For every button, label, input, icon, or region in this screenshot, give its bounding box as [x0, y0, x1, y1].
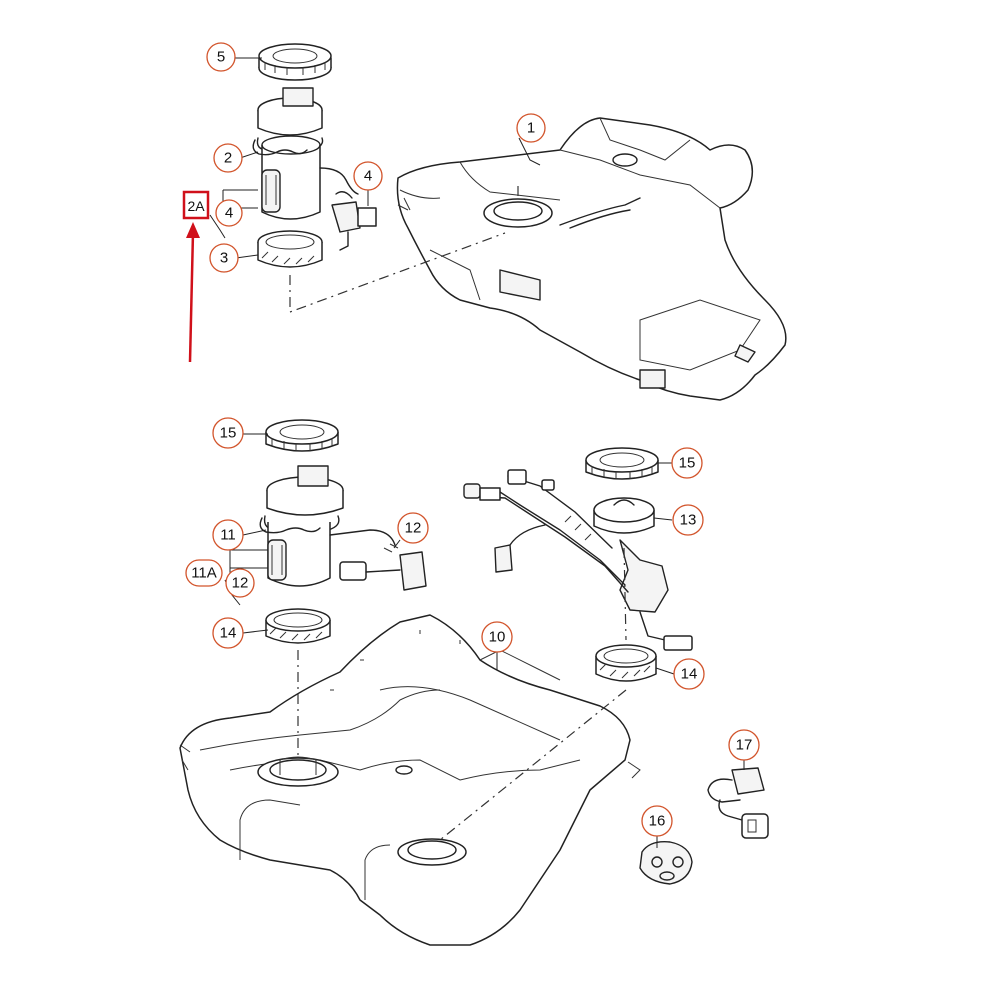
locking-ring-lower-right: [585, 447, 659, 480]
seal-ring-lower-right: [595, 644, 657, 682]
callout-17: 17: [728, 729, 760, 761]
control-unit: [707, 767, 769, 839]
callout-13: 13: [672, 504, 704, 536]
callout-14a-label: 14: [220, 625, 237, 642]
callout-15b-label: 15: [679, 455, 696, 472]
wiring-harness: [463, 469, 629, 593]
callout-14-left: 14: [212, 617, 244, 649]
callout-2: 2: [213, 143, 243, 173]
callout-11a-label: 11A: [191, 565, 217, 582]
callout-12a-label: 12: [232, 575, 249, 592]
callout-17-label: 17: [736, 737, 753, 754]
callout-16: 16: [641, 805, 673, 837]
callout-leaders: [235, 57, 745, 848]
seal-ring-upper: [257, 230, 323, 268]
locking-ring-upper: [258, 43, 332, 81]
highlight-arrow: [188, 231, 195, 363]
callout-12-left: 12: [225, 568, 255, 598]
callout-11-label: 11: [220, 527, 236, 544]
callout-14b-label: 14: [681, 666, 698, 683]
callout-1: 1: [516, 113, 546, 143]
assembly-axis-upper: [289, 232, 506, 313]
callout-5: 5: [206, 42, 236, 72]
assembly-axis-lower-right: [439, 689, 627, 841]
callout-2-label: 2: [224, 150, 232, 167]
suction-jet-pump: [593, 497, 693, 651]
locking-ring-lower-left: [265, 419, 339, 452]
callout-3: 3: [209, 243, 239, 273]
callout-4-upper-left: 4: [215, 199, 243, 227]
callout-4b-label: 4: [225, 205, 233, 222]
callout-2a-label: 2A: [187, 198, 205, 214]
callout-15-right: 15: [671, 447, 703, 479]
callout-2a-highlighted: 2A: [182, 190, 210, 220]
callout-12-right: 12: [397, 512, 429, 544]
callout-15a-label: 15: [220, 425, 237, 442]
callout-11a: 11A: [185, 559, 223, 587]
callout-16-label: 16: [649, 813, 666, 830]
fuel-tank-upper: [396, 117, 787, 401]
fuel-pump-module-upper: [252, 87, 359, 220]
callout-1-label: 1: [527, 120, 535, 137]
callout-15-left: 15: [212, 417, 244, 449]
callout-5-label: 5: [217, 49, 225, 66]
callout-11: 11: [212, 519, 244, 551]
seal-ring-lower-left: [265, 608, 331, 644]
fuel-tank-lower: [179, 614, 641, 946]
level-sender-upper: [331, 191, 377, 251]
callout-3-label: 3: [220, 250, 228, 267]
callout-4-upper-right: 4: [353, 161, 383, 191]
callout-10: 10: [481, 621, 513, 653]
level-sender-lower: [339, 543, 427, 591]
highlight-arrow-head: [186, 222, 200, 238]
callout-4-label: 4: [364, 168, 372, 185]
fuel-pump-module-lower: [259, 465, 396, 587]
callout-14-right: 14: [673, 658, 705, 690]
callout-12b-label: 12: [405, 520, 422, 537]
callout-10-label: 10: [489, 629, 506, 646]
callout-13-label: 13: [680, 512, 697, 529]
retaining-plate: [639, 841, 693, 885]
